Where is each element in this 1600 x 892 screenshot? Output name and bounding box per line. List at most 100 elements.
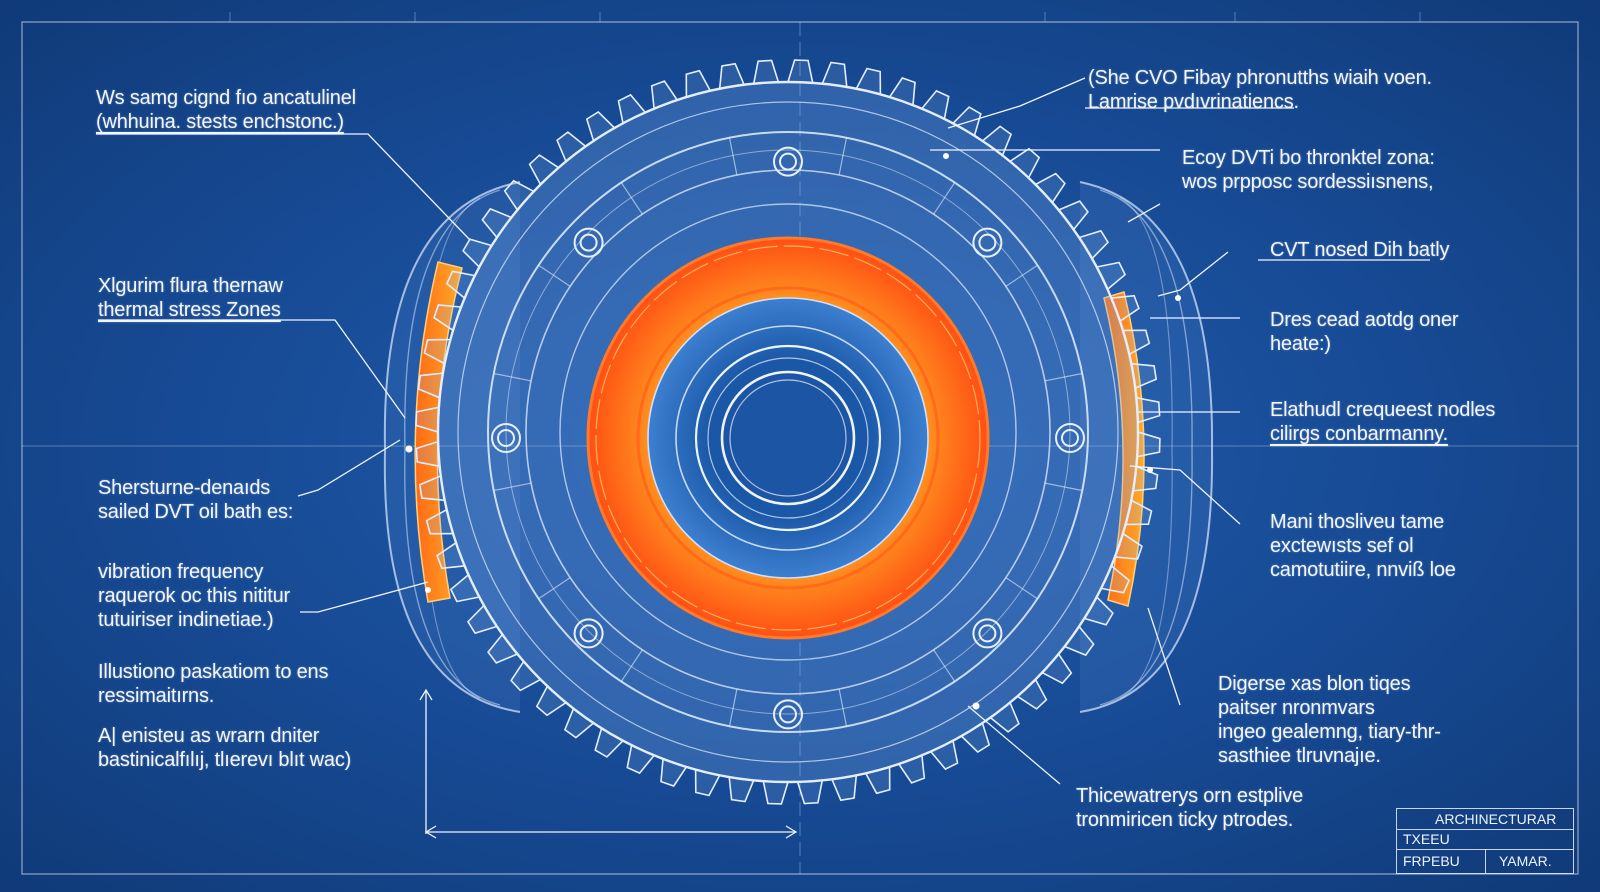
annotation-line: Ws samg cignd fıo ancatulinel xyxy=(96,87,356,109)
annotation-line: Thicewatrerys orn estplive xyxy=(1076,785,1304,807)
ring-segment-line xyxy=(538,264,571,287)
bolt-ring xyxy=(779,152,797,171)
bolt xyxy=(573,618,604,649)
annotation-cvt: CVT nosed Dih batly xyxy=(1270,238,1449,262)
bolt xyxy=(773,699,803,730)
ring-segment-line xyxy=(728,688,738,727)
annotation-line: vibration frequency xyxy=(98,561,264,583)
annotation-line: Dres cead aotdg oner xyxy=(1270,309,1459,331)
title-block-left: FRPEBU xyxy=(1403,853,1460,869)
title-block-field-row: TXEEU xyxy=(1397,829,1573,850)
annotation-thicewatrerys: Thicewatrerys orn estplive tronmiricen t… xyxy=(1076,784,1303,832)
annotation-line: exctewısts sef ol xyxy=(1270,535,1414,557)
annotation-line: Illustiono paskatiom to ens xyxy=(98,661,329,683)
annotation-line: Mani thosliveu tame xyxy=(1270,511,1445,533)
ring-segment-line xyxy=(620,649,643,682)
annotation-line: wos prpposc sordessiısnens, xyxy=(1182,171,1434,193)
ring-segment-line xyxy=(538,577,571,600)
bolt-ring xyxy=(779,705,797,724)
bolt xyxy=(972,618,1003,649)
bolt-ring xyxy=(497,429,515,447)
bolt-ring xyxy=(1061,429,1079,447)
annotation-line: thermal stress Zones xyxy=(98,299,281,321)
annotation-oil-bath: Shersturne-denaıds sailed DVT oil bath e… xyxy=(98,476,293,524)
bolt-ring xyxy=(978,233,997,252)
bolt-ring xyxy=(773,699,803,730)
annotation-vibration: vibration frequency raquerok oc this nit… xyxy=(98,560,290,632)
ring-segment-line xyxy=(933,182,956,215)
ring-segment-line xyxy=(1005,577,1038,600)
annotation-line: tutuiriser indinetiae.) xyxy=(98,609,274,631)
annotation-line: paitser nronmvars xyxy=(1218,697,1375,719)
annotation-line: heate:) xyxy=(1270,333,1331,355)
annotation-line: bastinicalfılıj, tlıerevı blıt wac) xyxy=(98,749,352,771)
annotation-digerse: Digerse xas blon tiqes paitser nronmvars… xyxy=(1218,672,1441,768)
ring-segment-line xyxy=(1044,372,1083,382)
bolt xyxy=(1055,423,1085,453)
title-block-field: TXEEU xyxy=(1403,831,1450,847)
annotation-line: Ecoy DVTi bo thronktel zona: xyxy=(1182,147,1435,169)
leader-endpoints xyxy=(405,153,1181,710)
annotation-line: Elathudl crequeest nodles xyxy=(1270,399,1496,421)
bolt-ring xyxy=(978,624,997,643)
bolt-ring xyxy=(579,624,598,643)
ring-segment-line xyxy=(933,649,956,682)
ring-segment-line xyxy=(838,688,848,727)
bolt-ring xyxy=(773,146,803,177)
annotation-line: A| enisteu as wrarn dniter xyxy=(98,725,320,747)
annotation-illusion: Illustiono paskatiom to ens ressimaitırn… xyxy=(98,660,328,708)
annotation-line: Digerse xas blon tiqes xyxy=(1218,673,1411,695)
annotation-thermal-stress: Xlgurim flura thernaw thermal stress Zon… xyxy=(98,274,283,322)
annotation-line: Lamrise pvdıvrinatiencs. xyxy=(1088,91,1299,113)
bolt-ring xyxy=(579,233,598,252)
ring-segment-line xyxy=(1044,482,1083,492)
ring-segment-line xyxy=(493,372,532,382)
annotation-line: raquerok oc this nititur xyxy=(98,585,290,607)
annotation-top-left: Ws samg cignd fıo ancatulinel (whhuina. … xyxy=(96,86,356,134)
bolt xyxy=(773,146,803,177)
annotation-line: ingeo gealemng, tiary-thr- xyxy=(1218,721,1441,743)
annotation-line: (whhuina. stests enchstonc.) xyxy=(96,111,344,133)
annotation-line: ressimaitırns. xyxy=(98,685,215,707)
ring-segment-line xyxy=(728,137,738,176)
title-block-header: ARCHINECTURAR xyxy=(1435,811,1557,827)
bolt-ring xyxy=(491,423,521,453)
ring-segment-line xyxy=(1005,264,1038,287)
bolt-ring xyxy=(573,618,604,649)
annotation-mani: Mani thosliveu tame exctewısts sef ol ca… xyxy=(1270,510,1456,582)
annotation-line: CVT nosed Dih batly xyxy=(1270,239,1450,261)
thermal-stress-pads xyxy=(414,261,1145,607)
title-block-header-row: ARCHINECTURAR xyxy=(1397,809,1573,830)
annotation-line: sasthiee tlruvnajıe. xyxy=(1218,745,1381,767)
annotation-leaders xyxy=(96,77,1430,839)
annotation-line: Shersturne-denaıds xyxy=(98,477,271,499)
ring-segment-line xyxy=(493,482,532,492)
bolt-ring xyxy=(972,618,1003,649)
central-hub xyxy=(675,325,901,551)
annotation-line: cilirgs conbarmanny. xyxy=(1270,423,1448,445)
title-block: ARCHINECTURAR TXEEU FRPEBU YAMAR. xyxy=(1396,808,1574,874)
annotation-elahuol: Elathudl crequeest nodles cilirgs conbar… xyxy=(1270,398,1495,446)
bolt xyxy=(491,423,521,453)
annotation-top-right: (She CVO Fibay phronutths wiaih voen. La… xyxy=(1088,66,1432,114)
title-block-divider xyxy=(1485,849,1486,873)
ring-segment-line xyxy=(838,137,848,176)
annotation-line: (She CVO Fibay phronutths wiaih voen. xyxy=(1088,67,1432,89)
annotation-line: Xlgurim flura thernaw xyxy=(98,275,283,297)
ring-segment-line xyxy=(620,182,643,215)
left-thermal-pad xyxy=(414,261,463,603)
annotation-line: camotutiire, nnviß loe xyxy=(1270,559,1456,581)
title-block-right: YAMAR. xyxy=(1499,853,1552,869)
annotation-zone: Ecoy DVTi bo thronktel zona: wos prpposc… xyxy=(1182,146,1435,194)
mounting-bolts xyxy=(491,146,1085,730)
bolt-ring xyxy=(573,227,604,258)
annotation-bastinical: A| enisteu as wrarn dniter bastinicalfıl… xyxy=(98,724,351,772)
bolt xyxy=(972,227,1003,258)
bolt xyxy=(573,227,604,258)
annotation-line: sailed DVT oil bath es: xyxy=(98,501,294,523)
annotation-dres: Dres cead aotdg oner heate:) xyxy=(1270,308,1459,356)
annotation-line: tronmiricen ticky ptrodes. xyxy=(1076,809,1294,831)
bolt-ring xyxy=(972,227,1003,258)
right-thermal-pad xyxy=(1103,291,1145,607)
